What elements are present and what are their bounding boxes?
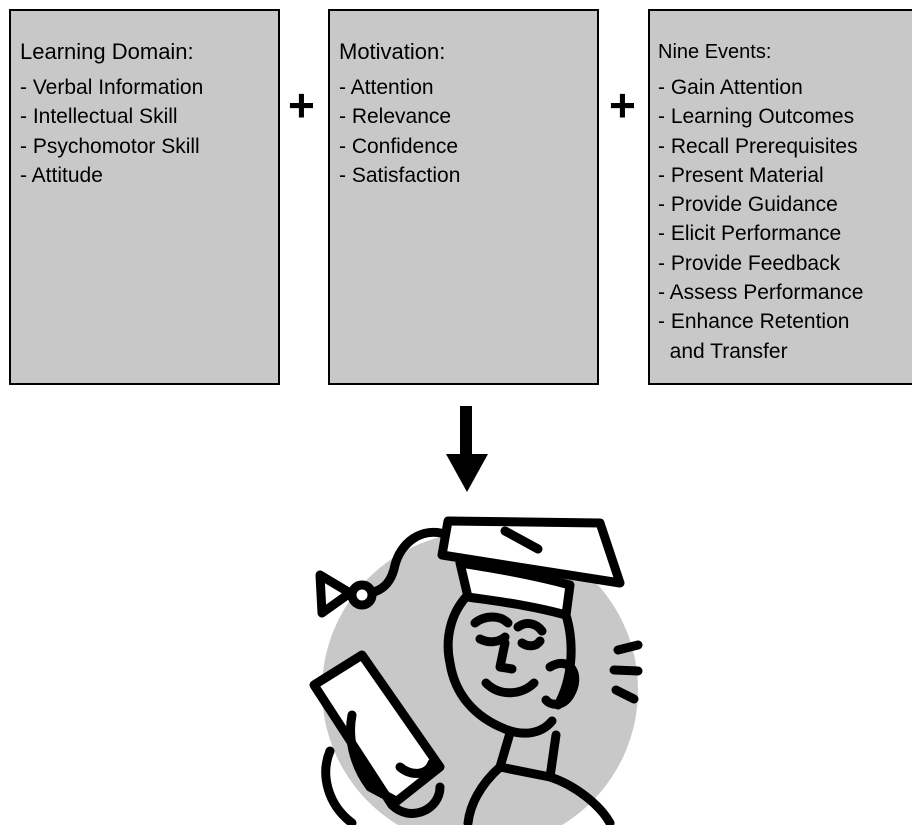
tassel-cord xyxy=(365,527,453,598)
nine-events-item: - Gain Attention xyxy=(658,76,803,99)
learning-domain-box: Learning Domain: - Verbal Information - … xyxy=(9,9,280,385)
mortarboard-icon xyxy=(437,516,625,588)
motivation-item: - Relevance xyxy=(339,105,452,129)
nine-events-title: Nine Events: xyxy=(658,41,772,63)
motivation-item: - Confidence xyxy=(339,134,459,158)
nine-events-item: - Learning Outcomes xyxy=(658,105,855,129)
nine-events-item: and Transfer xyxy=(658,339,788,363)
nine-events-item: - Enhance Retention xyxy=(658,310,850,334)
nine-events-box: Nine Events: - Gain Attention - Learning… xyxy=(648,9,912,385)
learning-domain-item: - Intellectual Skill xyxy=(20,105,178,129)
nine-events-item: - Elicit Performance xyxy=(658,222,842,246)
motivation-title: Motivation: xyxy=(339,39,446,64)
nine-events-item: - Recall Prerequisites xyxy=(658,134,858,158)
plus-operator: + xyxy=(288,79,315,131)
learning-domain-item: - Verbal Information xyxy=(20,76,204,99)
nine-events-item: - Provide Guidance xyxy=(658,193,838,217)
learning-domain-list: - Verbal Information - Intellectual Skil… xyxy=(20,73,203,190)
tassel-icon xyxy=(315,570,355,618)
graduate-with-diploma-icon xyxy=(309,516,643,825)
learning-domain-item: - Psychomotor Skill xyxy=(20,134,200,158)
motivation-item: - Satisfaction xyxy=(339,163,461,187)
nine-events-item: - Provide Feedback xyxy=(658,251,841,275)
motivation-list: - Attention - Relevance - Confidence - S… xyxy=(339,73,460,190)
motivation-box: Motivation: - Attention - Relevance - Co… xyxy=(328,9,599,385)
motivation-item: - Attention xyxy=(339,76,434,99)
nine-events-item: - Present Material xyxy=(658,163,824,187)
nine-events-list: - Gain Attention - Learning Outcomes - R… xyxy=(658,73,863,366)
plus-operator: + xyxy=(609,79,636,131)
nine-events-item: - Assess Performance xyxy=(658,281,864,305)
learning-domain-title: Learning Domain: xyxy=(20,39,194,64)
down-arrow-icon xyxy=(446,406,488,492)
learning-domain-item: - Attitude xyxy=(20,163,103,187)
